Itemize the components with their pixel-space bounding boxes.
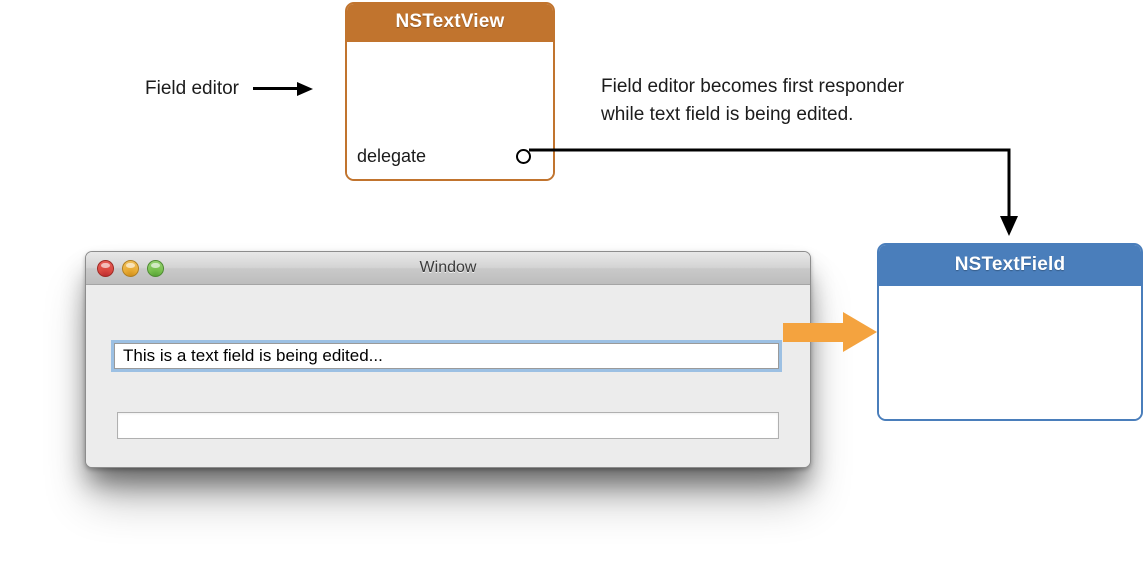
delegate-outlet-label: delegate [357,145,427,166]
annotation-line-1: Field editor becomes first responder [601,76,905,97]
nstextfield-body [879,286,1141,419]
nstextfield-box: NSTextField [877,243,1143,421]
nstextfield-header: NSTextField [879,245,1141,286]
nstextview-header: NSTextView [347,4,553,42]
window-titlebar[interactable]: Window [86,252,810,285]
window-content: This is a text field is being edited... [86,285,810,467]
delegate-outlet-row[interactable]: delegate [347,143,553,169]
connector-polyline [529,148,1011,218]
delegate-outlet-dot-icon[interactable] [516,148,531,164]
orange-arrow-shaft [783,323,845,342]
mac-window[interactable]: Window This is a text field is being edi… [85,251,811,468]
arrow-shaft [253,87,299,90]
field-editor-label: Field editor [145,78,239,99]
nstextview-body: delegate [347,42,553,179]
annotation-note: Field editor becomes first responder whi… [601,73,1021,129]
traffic-lights-group [97,260,164,277]
annotation-line-2: while text field is being edited. [601,104,854,125]
field-editor-callout: Field editor [145,78,313,100]
minimize-button-icon[interactable] [122,260,139,277]
connector-arrowhead-icon [1000,216,1018,236]
arrow-head [297,82,313,96]
close-button-icon[interactable] [97,260,114,277]
field-editor-arrow-icon [253,82,313,96]
window-title: Window [419,259,477,276]
text-field-empty[interactable] [117,412,779,439]
orange-arrow-head [843,312,877,352]
nstextview-box: NSTextView delegate [345,2,555,181]
text-field-focused[interactable]: This is a text field is being edited... [111,340,782,372]
zoom-button-icon[interactable] [147,260,164,277]
orange-relationship-arrow-icon [783,312,877,353]
